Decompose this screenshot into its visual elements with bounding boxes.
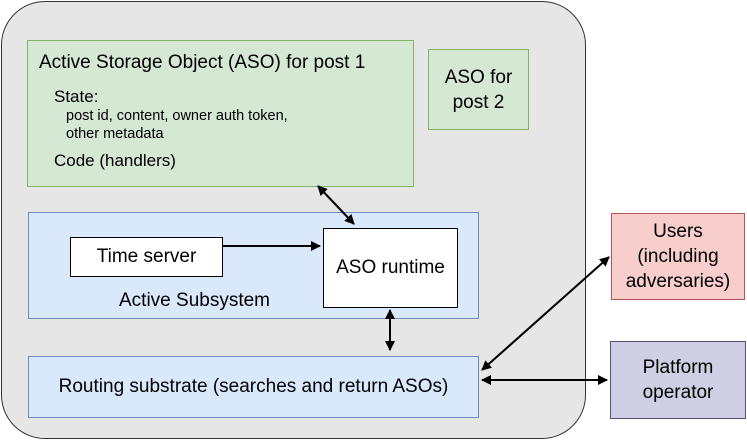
aso-post-1-box — [27, 40, 414, 187]
routing-substrate-box: Routing substrate (searches and return A… — [28, 356, 479, 418]
state-label: State: — [54, 87, 99, 106]
aso-post-2-line-1: ASO for — [444, 66, 513, 88]
state-fields-line-1: post id, content, owner auth token, — [66, 108, 288, 124]
aso-post-1-title: Active Storage Object (ASO) for post 1 — [39, 52, 366, 73]
time-server-label: Time server — [96, 246, 197, 267]
aso-runtime-box: ASO runtime — [323, 228, 458, 308]
users-box: Users (including adversaries) — [611, 213, 745, 300]
arrow-aso-to-runtime — [317, 185, 355, 225]
platform-operator-box: Platform operator — [610, 341, 746, 419]
time-server-box: Time server — [70, 237, 223, 277]
code-label: Code (handlers) — [54, 151, 176, 170]
state-fields-line-2: other metadata — [66, 126, 164, 142]
users-line-2: (including — [637, 246, 719, 267]
users-line-3: adversaries) — [625, 271, 731, 292]
routing-substrate-label: Routing substrate (searches and return A… — [58, 376, 449, 397]
aso-post-2-line-2: post 2 — [452, 91, 505, 113]
aso-post-2-box: ASO for post 2 — [428, 49, 529, 130]
aso-runtime-label: ASO runtime — [336, 257, 445, 278]
active-subsystem-label: Active Subsystem — [119, 290, 270, 311]
platform-line-2: operator — [642, 382, 714, 403]
platform-line-1: Platform — [642, 357, 714, 378]
arrow-routing-to-users — [481, 256, 610, 371]
users-line-1: Users — [653, 221, 703, 242]
